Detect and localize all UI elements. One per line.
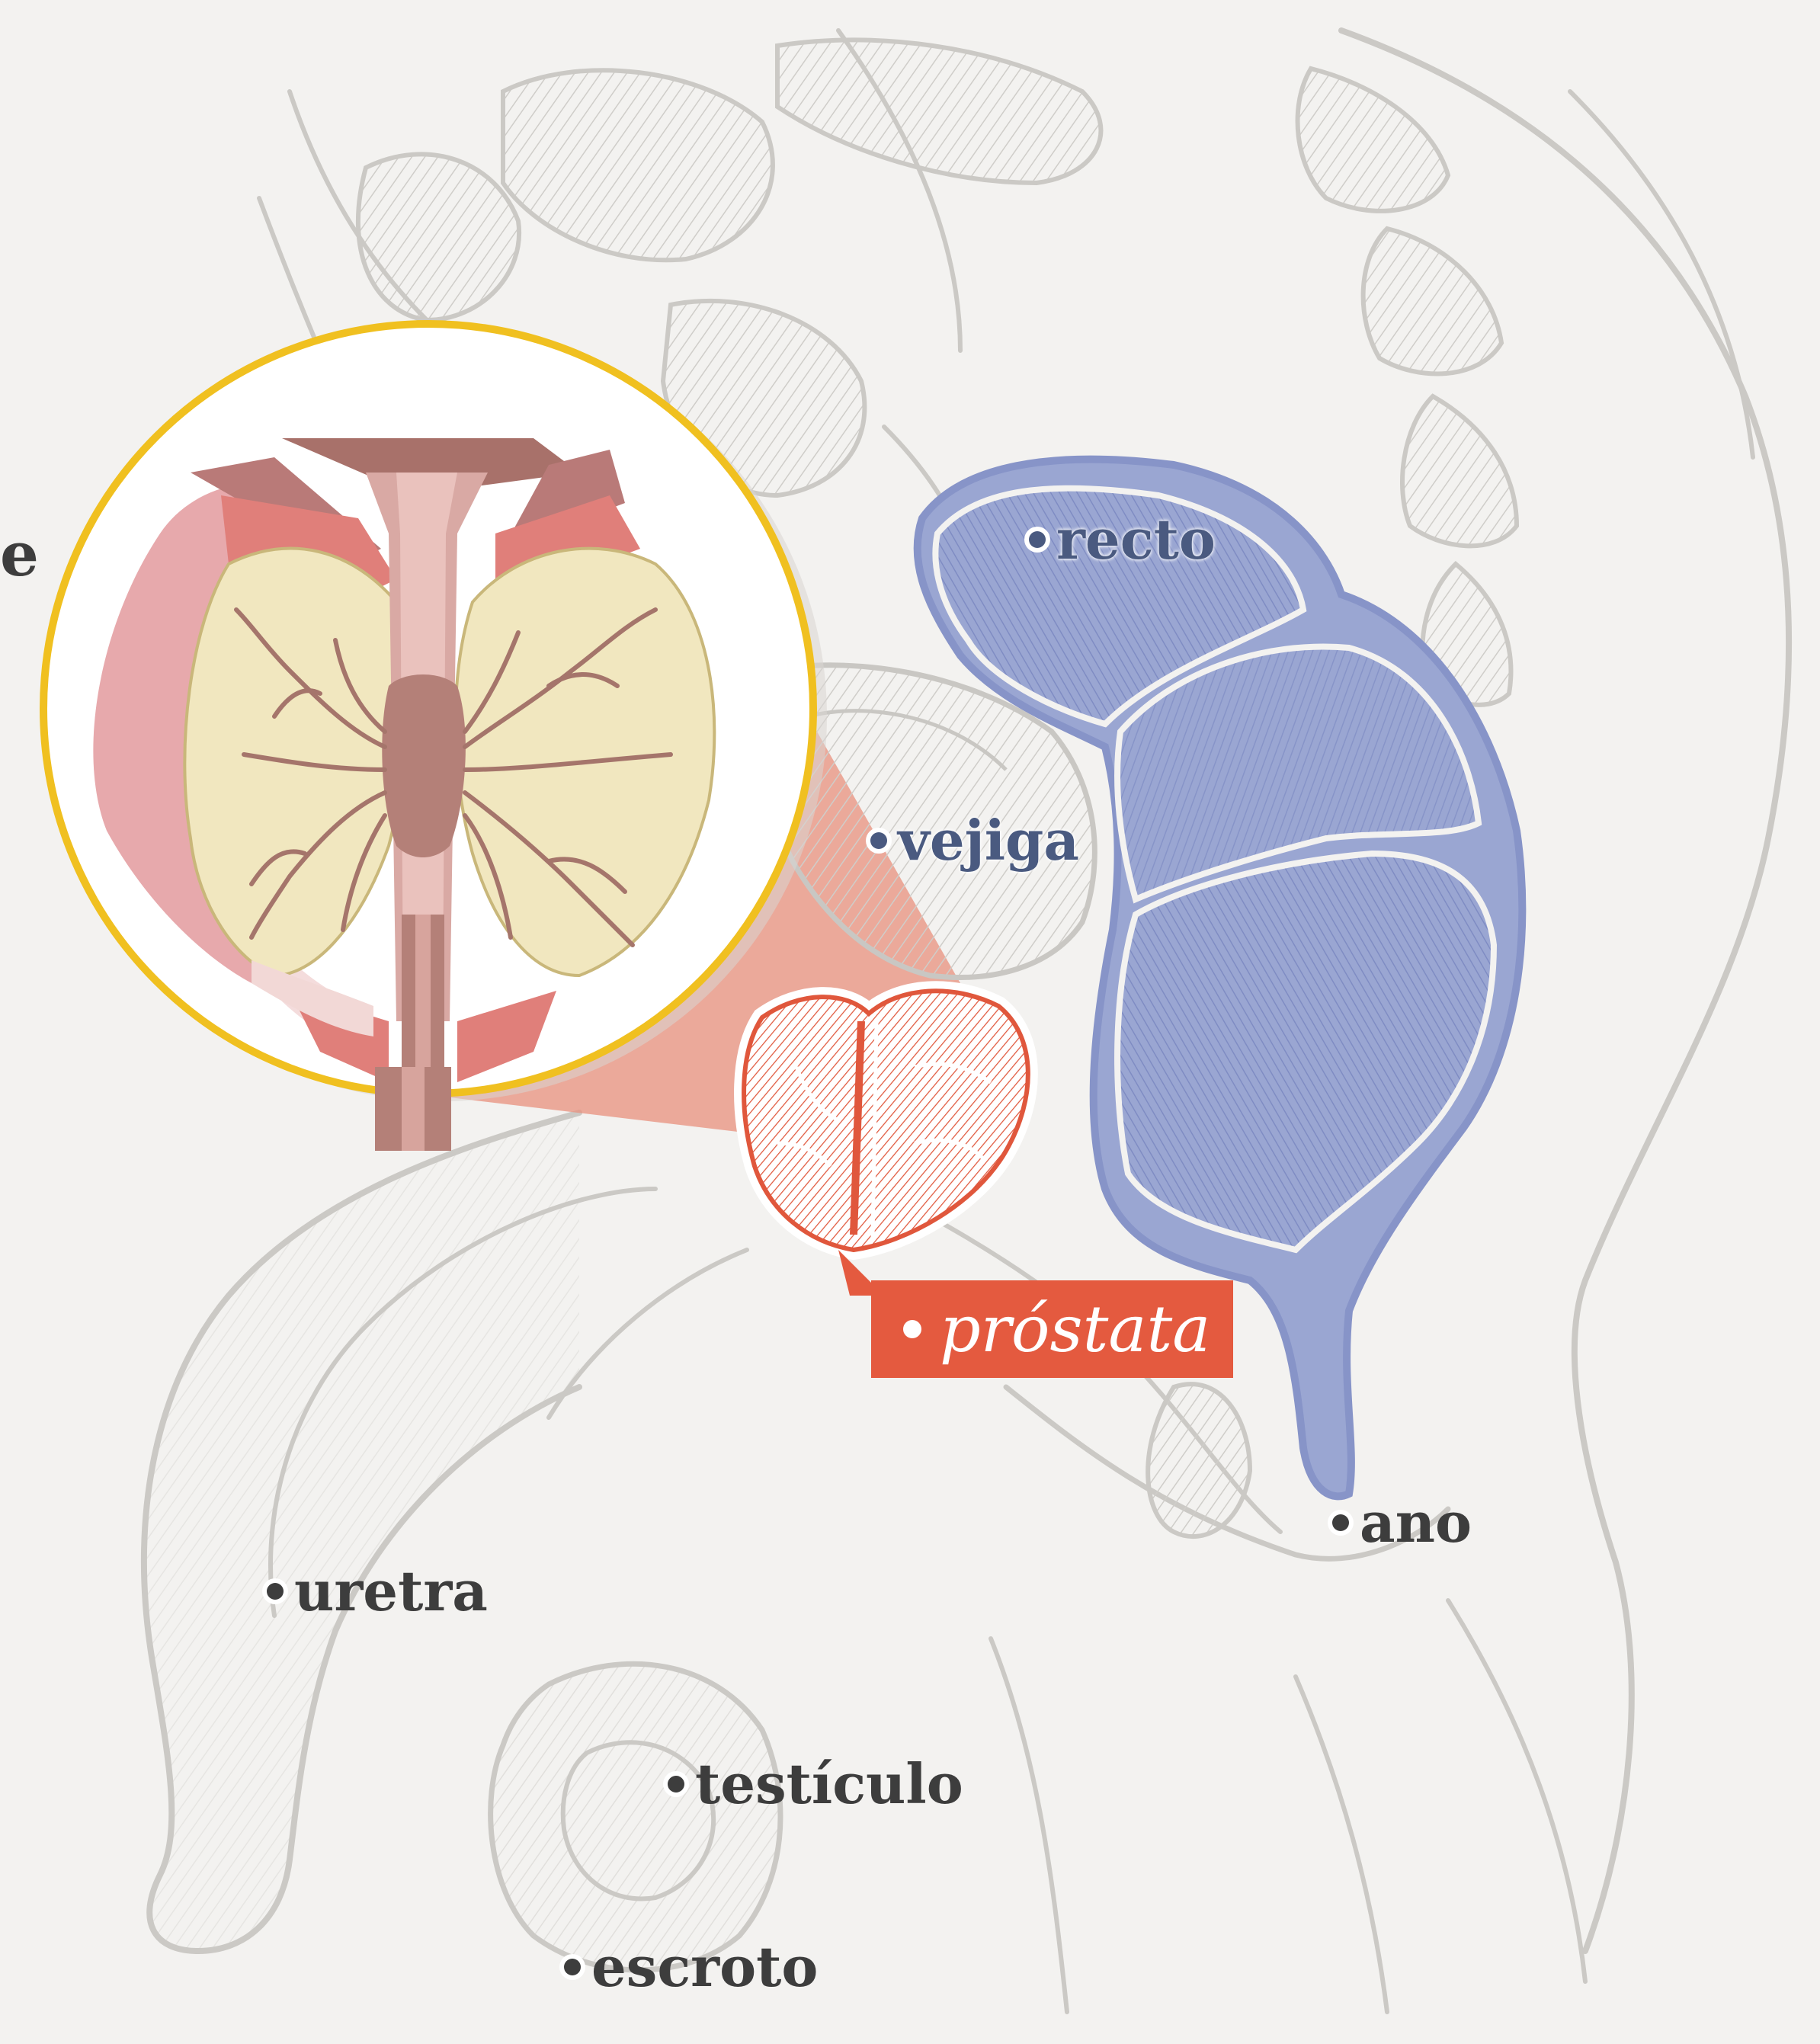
label-dot — [1332, 1514, 1349, 1531]
label-prostata-text: próstata — [940, 1292, 1210, 1366]
label-uretra: uretra — [267, 1559, 488, 1623]
label-ano: ano — [1332, 1490, 1472, 1555]
label-recto-text: recto — [1056, 507, 1216, 572]
label-escroto-text: escroto — [591, 1934, 818, 1999]
label-dot — [870, 832, 887, 849]
label-dot — [564, 1959, 581, 1975]
edge-fragment: e — [0, 518, 39, 590]
label-dot — [1029, 531, 1046, 548]
label-dot — [668, 1776, 684, 1793]
label-uretra-text: uretra — [294, 1559, 488, 1623]
label-vejiga: vejiga — [870, 808, 1079, 873]
label-escroto: escroto — [564, 1934, 818, 1999]
label-vejiga-text: vejiga — [898, 808, 1079, 873]
label-dot — [903, 1320, 921, 1338]
label-dot — [267, 1583, 284, 1600]
label-prostata: próstata — [871, 1280, 1233, 1378]
label-recto: recto — [1029, 507, 1216, 572]
label-ano-text: ano — [1360, 1490, 1472, 1555]
label-testiculo-text: testículo — [695, 1751, 963, 1816]
label-testiculo: testículo — [668, 1751, 963, 1816]
edge-fragment-text: e — [0, 518, 39, 590]
